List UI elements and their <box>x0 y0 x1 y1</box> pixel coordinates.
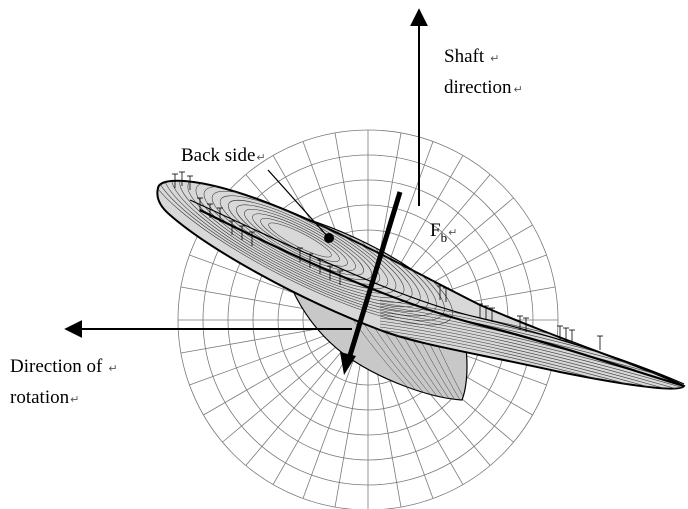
svg-text:Fb↵: Fb↵ <box>430 220 457 245</box>
svg-text:Shaft↵: Shaft↵ <box>444 46 499 67</box>
label-back-side: Back side↵ <box>181 145 266 166</box>
svg-text:rotation↵: rotation↵ <box>10 387 79 408</box>
force-fb-arrow <box>340 191 403 375</box>
back-side-marker <box>267 169 334 243</box>
svg-text:direction↵: direction↵ <box>444 77 523 98</box>
label-shaft-direction: Shaft↵ direction↵ <box>444 46 523 98</box>
label-direction-of-rotation: Direction of↵ rotation↵ <box>10 356 118 408</box>
svg-text:Direction of↵: Direction of↵ <box>10 356 118 377</box>
pressure-distribution-ticks <box>172 171 603 350</box>
svg-text:Back side↵: Back side↵ <box>181 145 266 166</box>
label-force-fb: Fb↵ <box>430 220 457 245</box>
propeller-blade <box>156 179 686 390</box>
